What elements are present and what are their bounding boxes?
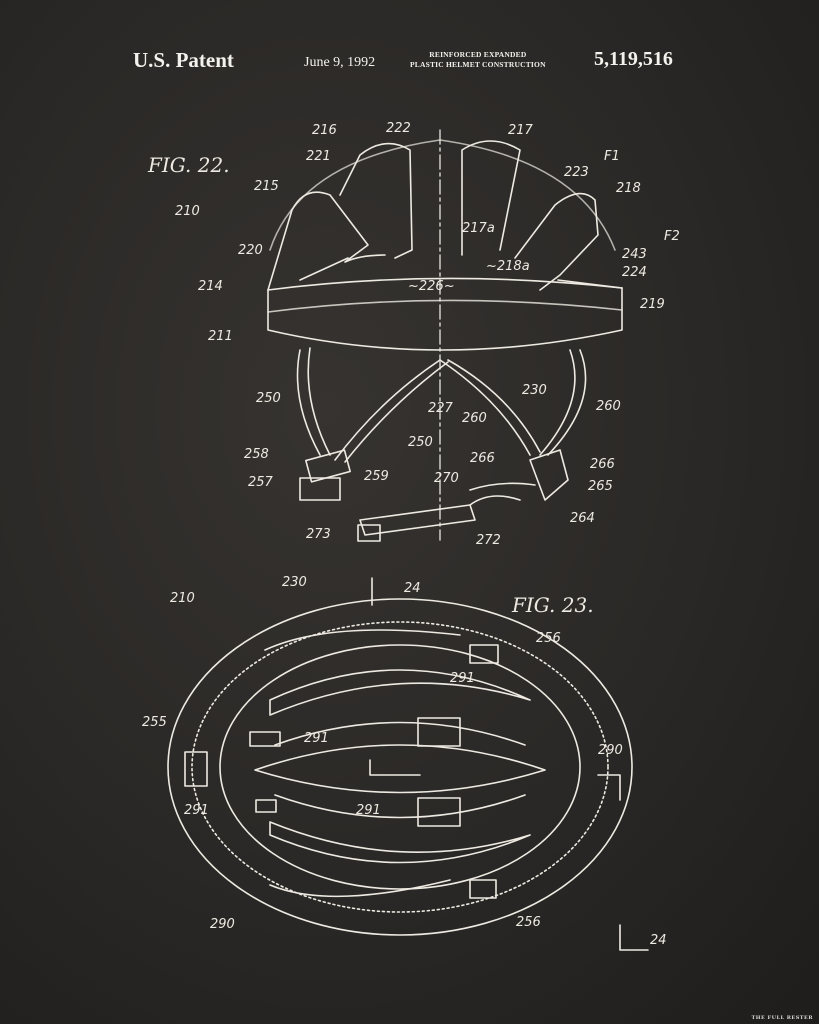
ref-label: 222	[386, 121, 411, 136]
ref-label: 266	[470, 451, 495, 466]
ref-label: 230	[282, 575, 307, 590]
ref-label: F2	[664, 229, 680, 244]
ref-label: 259	[364, 469, 389, 484]
ref-label: 211	[208, 329, 233, 344]
ref-label: 230	[522, 383, 547, 398]
ref-label: 221	[306, 149, 331, 164]
ref-label: 210	[175, 204, 200, 219]
ref-label: 216	[312, 123, 337, 138]
ref-label: 260	[596, 399, 621, 414]
ref-label: 224	[622, 265, 647, 280]
ref-label: 256	[536, 631, 561, 646]
ref-label: 227	[428, 401, 454, 416]
ref-label: 266	[590, 457, 615, 472]
fig22-helmet-front-view	[267, 129, 623, 542]
ref-label: 256	[516, 915, 541, 930]
ref-label: ~218a	[486, 259, 530, 274]
ref-label: 291	[184, 803, 209, 818]
fig23-title: FIG. 23.	[511, 593, 594, 617]
ref-label: 291	[450, 671, 475, 686]
ref-label: F1	[604, 149, 620, 164]
ref-label: ~226~	[408, 279, 455, 294]
section-label: 24	[404, 581, 421, 596]
patent-label: U.S. Patent	[133, 48, 234, 72]
ref-label: 217	[508, 123, 534, 138]
ref-label: 250	[408, 435, 433, 450]
ref-label: 258	[244, 447, 269, 462]
ref-label: 290	[598, 743, 623, 758]
ref-label: 291	[304, 731, 329, 746]
ref-label: 218	[616, 181, 641, 196]
fig22-labels: 216 222 217 F1 221 223 218 215 F2 210 21…	[175, 121, 680, 548]
patent-title-line2: PLASTIC HELMET CONSTRUCTION	[410, 60, 546, 69]
ref-label: 250	[256, 391, 281, 406]
patent-title-line1: REINFORCED EXPANDED	[429, 50, 527, 59]
ref-label: 243	[622, 247, 647, 262]
patent-date: June 9, 1992	[304, 55, 376, 70]
patent-number: 5,119,516	[594, 48, 673, 70]
ref-label: 219	[640, 297, 665, 312]
ref-label: 260	[462, 411, 487, 426]
watermark: THE FULL RESTER	[751, 1015, 813, 1021]
ref-label: 272	[476, 533, 501, 548]
ref-label: 265	[588, 479, 613, 494]
ref-label: 215	[254, 179, 279, 194]
ref-label: 210	[170, 591, 195, 606]
fig23-labels: 210 230 24 256 291 255 291 290 291 291 2…	[142, 575, 667, 948]
section-label: 24	[650, 933, 667, 948]
ref-label: 223	[564, 165, 589, 180]
ref-label: 273	[306, 527, 331, 542]
fig23-helmet-bottom-view	[167, 577, 649, 951]
ref-label: 220	[238, 243, 263, 258]
ref-label: 214	[198, 279, 223, 294]
ref-label: 217a	[462, 221, 495, 236]
patent-title: REINFORCED EXPANDED PLASTIC HELMET CONST…	[410, 50, 546, 70]
ref-label: 257	[248, 475, 274, 490]
ref-label: 290	[210, 917, 235, 932]
ref-label: 255	[142, 715, 167, 730]
ref-label: 270	[434, 471, 459, 486]
ref-label: 291	[356, 803, 381, 818]
fig22-title: FIG. 22.	[147, 153, 230, 177]
ref-label: 264	[570, 511, 595, 526]
